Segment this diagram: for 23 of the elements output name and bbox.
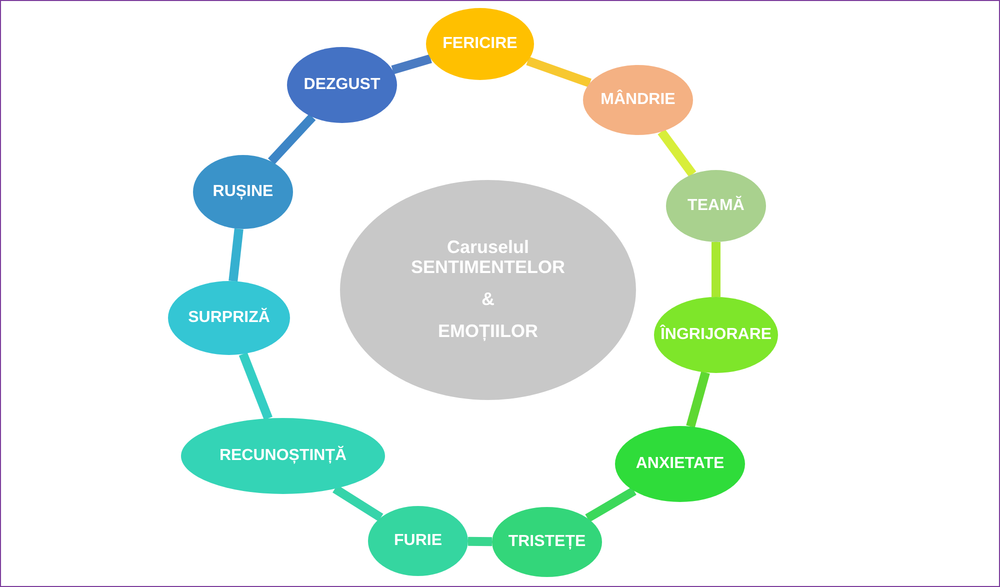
emotion-label: DEZGUST: [304, 76, 380, 94]
emotion-label: ANXIETATE: [636, 455, 724, 473]
connector-line: [468, 536, 492, 546]
emotion-label: RUȘINE: [212, 183, 274, 201]
emotion-label: TEAMĂ: [688, 197, 744, 215]
emotion-label: ÎNGRIJORARE: [660, 326, 772, 344]
emotion-label: FURIE: [394, 532, 442, 550]
connector-line: [268, 114, 316, 165]
connector-line: [526, 56, 592, 88]
connector-line: [585, 487, 636, 522]
connector-line: [712, 242, 720, 297]
emotion-label: TRISTEȚE: [508, 533, 586, 551]
connector-line: [228, 228, 244, 282]
emotion-label: MÂNDRIE: [600, 91, 676, 109]
connector-line: [332, 484, 384, 522]
connector-line: [238, 352, 272, 420]
ampersand-text: &: [482, 290, 494, 310]
emotion-label: RECUNOȘTINȚĂ: [219, 447, 347, 465]
emotion-label: FERICIRE: [442, 35, 518, 53]
connector-line: [391, 54, 432, 74]
connector-line: [658, 129, 696, 177]
emotion-label: SURPRIZĂ: [188, 309, 270, 327]
connector-line: [686, 371, 710, 428]
